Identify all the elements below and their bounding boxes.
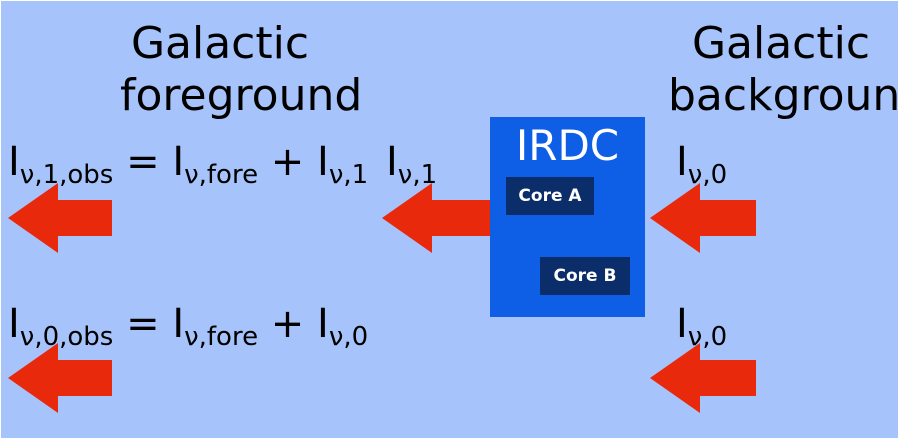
eq-top-plus: + (270, 139, 305, 185)
core-a: Core A (506, 177, 594, 215)
eq-top-term2-symbol: I (317, 139, 329, 185)
arrow-right-bottom (650, 343, 756, 413)
eq-bottom-term1-symbol: I (172, 301, 185, 347)
irdc-title: IRDC (515, 121, 620, 170)
eq-top-lhs-sub: ν,1,obs (19, 160, 114, 190)
heading-background-line1: Galactic (691, 18, 871, 69)
arrow-left-bottom (8, 343, 112, 413)
eq-bottom-equals: = (126, 301, 160, 347)
irdc-cloud: IRDC Core A Core B (490, 117, 645, 317)
eq-bottom-lhs-sub: ν,0,obs (19, 322, 114, 352)
equation-observed-cloud: Iν,1,obs = Iν,fore + Iν,1 (8, 138, 368, 188)
label-right-bottom-symbol: I (676, 301, 688, 347)
label-right-top-symbol: I (676, 139, 688, 185)
arrow-left-top (8, 183, 112, 253)
eq-bottom-term2-sub: ν,0 (328, 322, 369, 352)
label-mid-sub: ν,1 (397, 160, 438, 190)
eq-top-equals: = (126, 139, 160, 185)
heading-background-line2: background (668, 70, 900, 121)
eq-bottom-term1-sub: ν,fore (184, 322, 259, 352)
eq-top-term1-symbol: I (172, 139, 185, 185)
eq-top-term1-sub: ν,fore (184, 160, 259, 190)
label-mid-symbol: I (386, 139, 398, 185)
arrow-mid (382, 183, 490, 253)
label-cloud-emission: Iν,1 (386, 138, 437, 188)
eq-bottom-term2-symbol: I (317, 301, 329, 347)
equation-observed-background: Iν,0,obs = Iν,fore + Iν,0 (8, 300, 368, 350)
label-right-bottom-sub: ν,0 (687, 322, 728, 352)
eq-top-term2-sub: ν,1 (328, 160, 369, 190)
label-background-top: Iν,0 (676, 138, 727, 188)
eq-bottom-plus: + (270, 301, 305, 347)
eq-bottom-lhs-symbol: I (8, 301, 20, 347)
label-background-bottom: Iν,0 (676, 300, 727, 350)
arrow-right-top (650, 183, 756, 253)
core-b: Core B (540, 257, 630, 295)
label-right-top-sub: ν,0 (687, 160, 728, 190)
eq-top-lhs-symbol: I (8, 139, 20, 185)
heading-background: Galactic background (668, 18, 900, 122)
heading-foreground-line1: Galactic (130, 18, 310, 69)
